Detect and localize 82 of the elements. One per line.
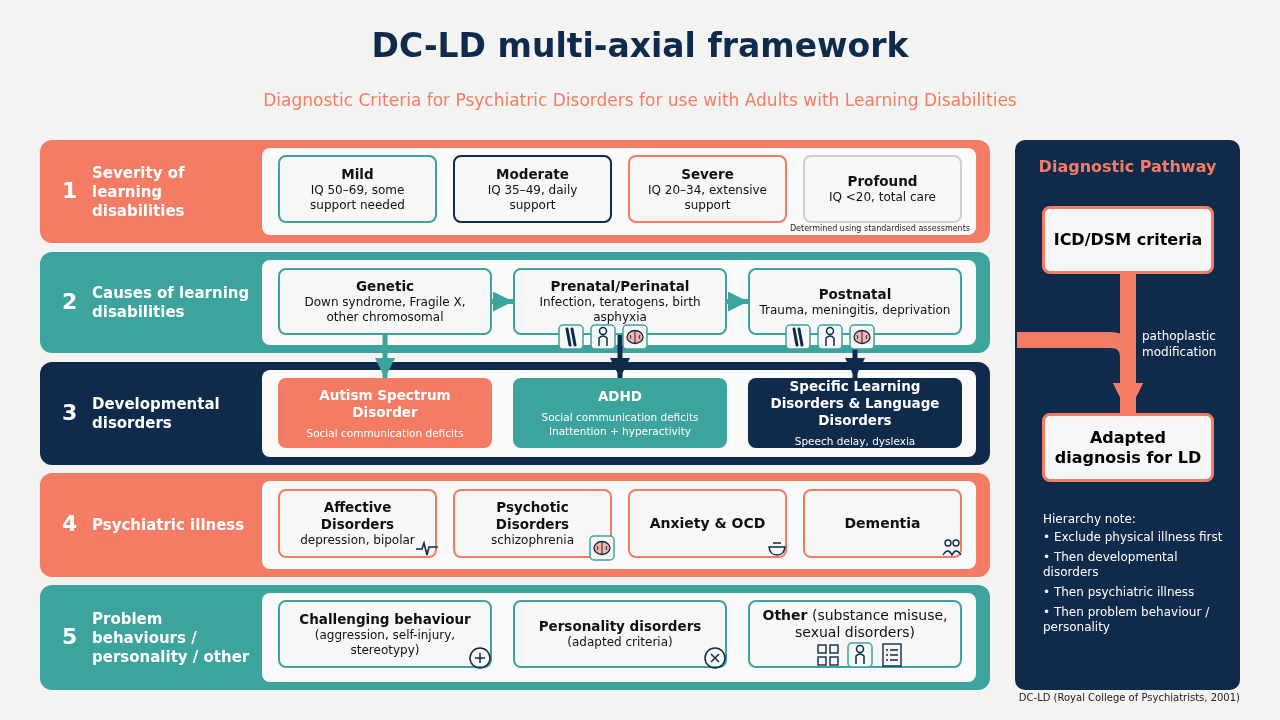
category-card	[628, 155, 787, 223]
bullet-item: • Exclude physical illness first	[1043, 530, 1224, 545]
axis-band	[40, 473, 990, 577]
bullet-item: • Then problem behaviour / personality	[1043, 605, 1211, 635]
card-heading: Adapted diagnosis for LD	[1053, 427, 1203, 468]
card-heading: Severe	[681, 165, 734, 183]
category-card	[748, 378, 962, 448]
card-heading: ADHD	[597, 388, 643, 405]
category-card	[803, 489, 962, 558]
axis-band	[40, 252, 990, 353]
axis-title: Problem behaviours / personality / other	[92, 609, 251, 666]
axis-band	[40, 585, 990, 690]
card-description: IQ 20–34, extensive support	[647, 182, 768, 213]
category-card	[513, 378, 727, 448]
card-heading: Mild	[341, 165, 374, 183]
card-heading: Affective Disorders	[319, 499, 396, 533]
card-description: IQ <20, total care	[829, 190, 936, 205]
title: DC-LD multi-axial framework	[370, 26, 910, 65]
category-card	[628, 489, 787, 558]
axis-title: Developmental disorders	[92, 394, 221, 433]
card-heading: Dementia	[844, 515, 921, 532]
card-description: Infection, teratogens, birth asphyxia	[538, 295, 702, 325]
card-description: (adapted criteria)	[567, 635, 673, 650]
pathway-panel	[1015, 140, 1240, 690]
note-heading: Hierarchy note:	[1043, 512, 1136, 526]
card-heading: Anxiety & OCD	[649, 515, 766, 532]
card-heading: ICD/DSM criteria	[1053, 230, 1203, 250]
category-card	[513, 600, 727, 668]
axis-band	[40, 362, 990, 465]
card-heading: Psychotic Disorders	[494, 499, 571, 533]
source-note: DC-LD (Royal College of Psychiatrists, 2001)	[1017, 692, 1240, 703]
card-description: IQ 35–49, daily support	[486, 182, 579, 213]
arrow	[727, 291, 748, 312]
card-heading: Postnatal	[818, 285, 892, 303]
axis-title: Causes of learning disabilities	[92, 283, 251, 322]
axis-number: 5	[62, 623, 78, 649]
bullet-item: • Then developmental disorders	[1043, 550, 1179, 580]
pathway-box	[1042, 413, 1214, 482]
card-heading: Specific Learning Disorders & Language Disorders	[769, 378, 941, 429]
card-heading: Genetic	[355, 278, 415, 295]
category-card	[453, 155, 612, 223]
category-card	[278, 378, 492, 448]
category-card	[513, 268, 727, 335]
card-description: Social communication deficits Inattention + hyperactivity	[540, 410, 700, 438]
category-card	[748, 268, 962, 335]
axis-number: 4	[62, 511, 78, 536]
category-card	[278, 268, 492, 335]
axis-number: 2	[62, 288, 78, 314]
subtitle: Diagnostic Criteria for Psychiatric Disorders for use with Adults with Learning Disabilities	[262, 90, 1018, 110]
card-heading: Other (substance misuse, sexual disorders)	[761, 607, 949, 641]
card-description: IQ 50–69, some support needed	[309, 182, 406, 213]
axis-number: 3	[62, 399, 78, 425]
category-card	[453, 489, 612, 558]
category-card	[748, 600, 962, 668]
category-card	[278, 489, 437, 558]
arrow	[492, 291, 513, 312]
axis-number: 1	[62, 177, 78, 203]
bullet-item: • Then psychiatric illness	[1043, 585, 1196, 600]
category-card	[278, 600, 492, 668]
card-heading: Moderate	[496, 165, 569, 183]
card-description: schizophrenia	[491, 533, 574, 548]
axis-title: Psychiatric illness	[92, 515, 246, 535]
card-heading: Autism Spectrum Disorder	[318, 386, 452, 421]
card-description: Down syndrome, Fragile X, other chromosomal	[303, 295, 467, 325]
panel-title: Diagnostic Pathway	[1037, 157, 1218, 176]
card-description: depression, bipolar	[300, 533, 415, 548]
category-card	[803, 155, 962, 223]
category-card	[278, 155, 437, 223]
card-description: Trauma, meningitis, deprivation	[759, 302, 951, 318]
arrow	[375, 335, 395, 378]
card-description: Social communication deficits	[306, 425, 464, 440]
card-description: Speech delay, dyslexia	[794, 434, 916, 448]
card-heading: Profound	[847, 173, 918, 190]
axis-band	[40, 140, 990, 243]
card-heading: Challenging behaviour	[299, 610, 471, 628]
card-description: (aggression, self-injury, stereotypy)	[313, 627, 457, 658]
pathway-box	[1042, 206, 1214, 274]
arrow	[610, 335, 630, 378]
footnote: Determined using standardised assessments	[788, 224, 970, 233]
card-heading: Prenatal/Perinatal	[550, 278, 690, 295]
card-heading: Personality disorders	[538, 618, 702, 635]
axis-title: Severity of learning disabilities	[92, 163, 186, 220]
